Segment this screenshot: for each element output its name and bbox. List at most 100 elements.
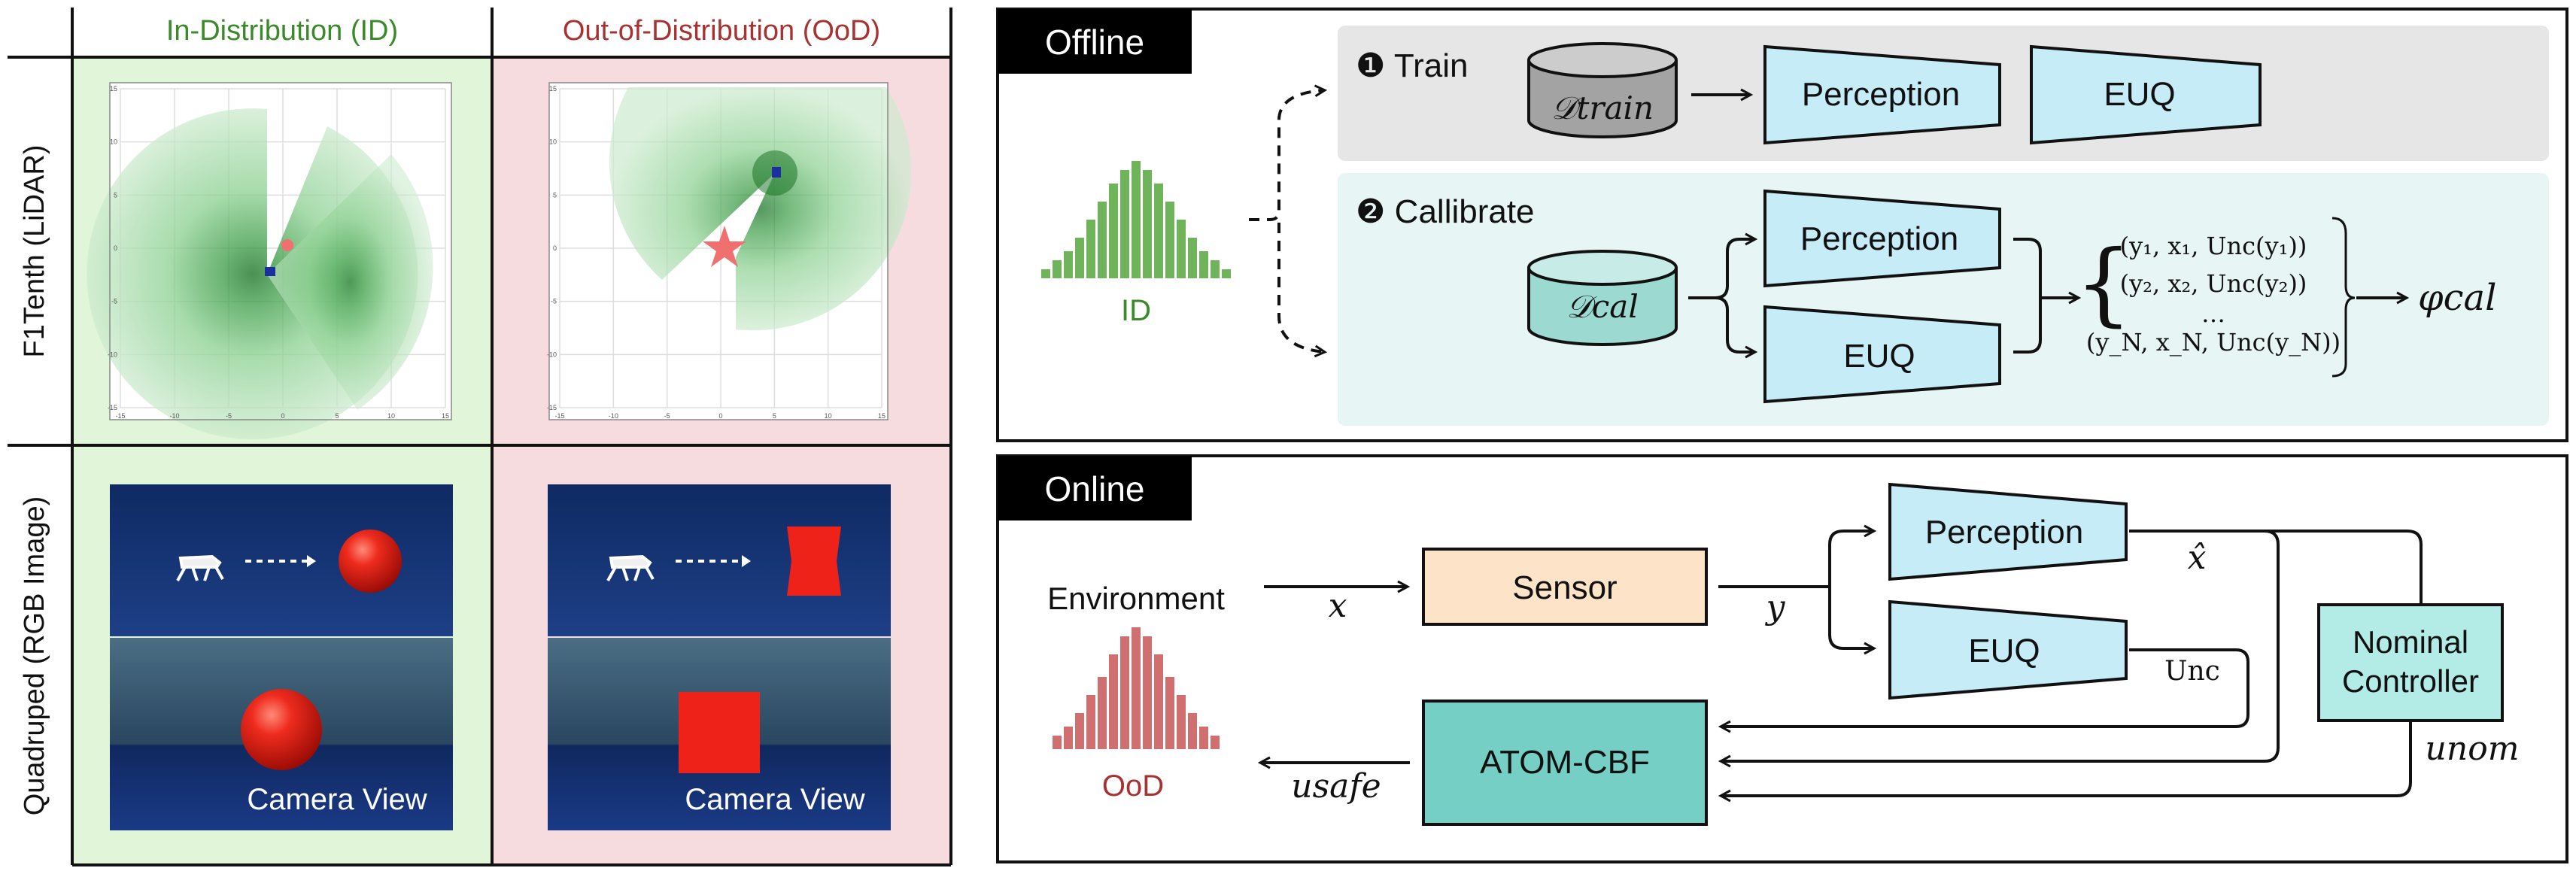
y-tick-label: 0 <box>114 244 117 252</box>
dashed-arrow-train <box>1249 90 1324 221</box>
arrowhead-icon <box>742 555 751 567</box>
set-line-n: (y_N, x_N, Unc(y_N)) <box>2086 328 2341 357</box>
histogram-bar <box>1143 170 1152 278</box>
euq-label-cal: EUQ <box>1843 338 1915 375</box>
histogram-bar <box>1177 695 1186 749</box>
ood-obstacle-star-icon <box>703 226 746 267</box>
y-tick-label: -15 <box>108 404 117 411</box>
y-tick-label: 5 <box>553 191 557 199</box>
plot-border <box>548 82 889 420</box>
sensor-label: Sensor <box>1512 569 1617 606</box>
histogram-bar <box>1098 677 1107 749</box>
perception-label-train: Perception <box>1802 76 1960 113</box>
y-tick-label: 5 <box>114 191 117 199</box>
euq-block-cal <box>1763 305 2001 404</box>
red-sphere-camera <box>241 689 322 770</box>
left-grid-panel: In-Distribution (ID) Out-of-Distribution… <box>8 8 952 866</box>
histogram-bar <box>1132 627 1141 749</box>
histogram-bar <box>1086 695 1095 749</box>
calibrate-section <box>1338 173 2549 426</box>
id-distribution-label: ID <box>1121 294 1151 327</box>
camera-view-label: Camera View <box>247 783 427 816</box>
histogram-bar <box>1211 260 1220 278</box>
offline-title: Offline <box>1045 23 1144 62</box>
histogram-bar <box>1199 251 1208 278</box>
merge-bracket <box>2013 238 2042 354</box>
histogram-bar <box>1211 736 1220 749</box>
var-x: x <box>1329 587 1347 625</box>
online-panel: Online Environment OoD x Sensor y Percep… <box>996 454 2568 863</box>
histogram-bar <box>1075 238 1084 278</box>
histogram-bar <box>1132 161 1141 278</box>
quadruped-scene-id: Camera View <box>110 484 453 830</box>
perception-label-cal: Perception <box>1800 220 1958 257</box>
atom-cbf-label: ATOM-CBF <box>1480 744 1650 781</box>
obstacle-marker <box>281 239 293 251</box>
arrow-to-euq <box>1828 587 1873 648</box>
robot-marker <box>772 167 781 178</box>
set-brace-left: { <box>2075 232 2132 336</box>
euq-label-online: EUQ <box>1968 633 2040 669</box>
offline-panel: Offline ID ❶ Train 𝒟train Perception EUQ… <box>996 8 2568 442</box>
id-distribution-histogram <box>1041 161 1231 278</box>
dataset-cal-cylinder: 𝒟cal <box>1527 250 1678 346</box>
histogram-bar <box>1053 736 1062 749</box>
y-tick-label: 15 <box>110 85 117 93</box>
red-cube-camera <box>679 692 760 773</box>
var-y: y <box>1765 588 1786 627</box>
y-tick-label: -5 <box>551 298 557 305</box>
offline-title-tab <box>998 9 1192 74</box>
lidar-scan-area <box>267 154 433 410</box>
var-unc: Unc <box>2164 656 2220 687</box>
histogram-bar <box>1154 654 1163 749</box>
red-cube <box>787 527 841 596</box>
histogram-bar <box>1041 269 1050 278</box>
histogram-bar <box>1165 202 1174 278</box>
perception-block-online <box>1888 482 2128 581</box>
x-tick-label: 10 <box>825 412 832 420</box>
lidar-scan-area <box>609 87 912 331</box>
sim-scene <box>548 484 891 636</box>
dataset-train-label: 𝒟train <box>1551 90 1654 126</box>
arrow <box>1715 296 1754 352</box>
histogram-bar <box>1053 260 1062 278</box>
line-xhat-controller <box>2129 530 2423 605</box>
histogram-bar <box>1177 220 1186 278</box>
row-label-f1tenth: F1Tenth (LiDAR) <box>19 145 50 358</box>
dataset-cal-label: 𝒟cal <box>1566 288 1639 325</box>
plot-border <box>109 82 452 420</box>
histogram-bar <box>1075 713 1084 749</box>
histogram-bar <box>1120 636 1129 749</box>
var-unom: unom <box>2426 730 2520 768</box>
y-tick-label: 10 <box>110 138 117 146</box>
x-tick-label: -5 <box>664 412 670 420</box>
histogram-bar <box>1064 251 1073 278</box>
line-unc-atom <box>1721 648 2249 727</box>
x-tick-label: -15 <box>115 412 125 420</box>
histogram-bar <box>1165 677 1174 749</box>
ood-distribution-histogram <box>1053 627 1220 749</box>
camera-view-label: Camera View <box>685 783 864 816</box>
euq-block-online <box>1888 599 2128 700</box>
quadruped-robot-icon <box>176 554 224 581</box>
quadruped-robot-icon <box>606 554 655 581</box>
histogram-bar <box>1064 727 1073 749</box>
line-unom-atom <box>1721 721 2412 796</box>
online-title-tab <box>998 456 1192 520</box>
quadruped-scene-ood: Camera View <box>548 484 891 830</box>
perception-label-online: Perception <box>1925 514 2083 551</box>
y-tick-label: -5 <box>111 298 117 305</box>
x-tick-label: -10 <box>169 412 179 420</box>
red-sphere <box>339 530 402 593</box>
histogram-bar <box>1188 238 1197 278</box>
histogram-bar <box>1222 269 1231 278</box>
column-header-id: In-Distribution (ID) <box>166 15 398 47</box>
calibrate-step-label: ❷ Callibrate <box>1356 193 1535 230</box>
controller-label-line1: Nominal <box>2353 624 2468 660</box>
set-line-2: (y₂, x₂, Unc(y₂)) <box>2120 269 2307 298</box>
environment-label: Environment <box>1047 581 1225 616</box>
x-tick-label: 0 <box>281 412 284 420</box>
